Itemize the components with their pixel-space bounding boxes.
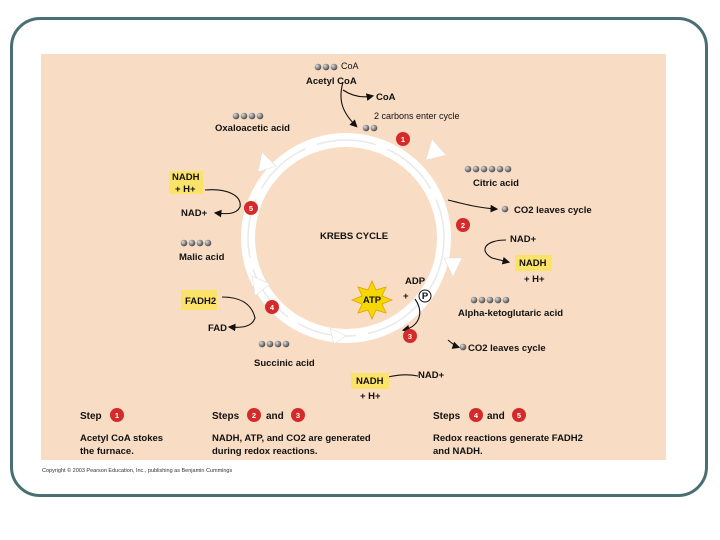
reaction-arrows — [204, 81, 511, 383]
citric-label: Citric acid — [473, 178, 519, 189]
acetyl-coa-top-label: CoA — [341, 61, 359, 71]
enter-cycle-label: 2 carbons enter cycle — [374, 111, 460, 121]
fadh2-highlight — [181, 290, 217, 310]
oxaloacetic-label: Oxaloacetic acid — [215, 123, 290, 134]
plus-p-label: + — [403, 291, 409, 302]
steps-2-3-caption: Steps 2 and 3 NADH, ATP, and CO2 are gen… — [212, 408, 371, 457]
h-plus-bottom-label: + H+ — [360, 391, 381, 402]
cycle-badge-1: 1 — [396, 132, 410, 146]
alpha-keto-label: Alpha-ketoglutaric acid — [458, 308, 563, 319]
h-plus-left-label: + H+ — [175, 184, 196, 195]
svg-text:Acetyl CoA stokes: Acetyl CoA stokes — [80, 433, 163, 444]
svg-text:NADH, ATP, and CO2 are generat: NADH, ATP, and CO2 are generated — [212, 433, 371, 444]
fad-label: FAD — [208, 323, 227, 334]
cycle-badge-4: 4 — [265, 300, 279, 314]
svg-text:5: 5 — [517, 411, 521, 420]
svg-text:2: 2 — [252, 411, 256, 420]
svg-text:3: 3 — [408, 332, 412, 341]
krebs-cycle-title: KREBS CYCLE — [320, 231, 388, 242]
cycle-ring — [241, 133, 463, 345]
malic-label: Malic acid — [179, 252, 225, 263]
atp-label: ATP — [363, 295, 382, 306]
carbons-entering-molecule — [362, 124, 378, 132]
oxaloacetic-molecule — [232, 112, 264, 120]
citric-molecule — [464, 165, 512, 173]
co2-leaves-label-2: CO2 leaves cycle — [468, 343, 546, 354]
nad-plus-right-label: NAD+ — [510, 234, 537, 245]
svg-text:and: and — [266, 411, 284, 422]
nadh-right-highlight — [515, 255, 552, 271]
nad-plus-bottom-label: NAD+ — [418, 370, 445, 381]
p-symbol: P — [422, 291, 429, 302]
svg-text:2: 2 — [461, 221, 465, 230]
acetyl-coa-molecule — [314, 63, 338, 71]
co2-molecule-1 — [501, 205, 509, 213]
succinic-label: Succinic acid — [254, 358, 315, 369]
svg-text:and NADH.: and NADH. — [433, 446, 483, 457]
svg-text:and: and — [487, 411, 505, 422]
co2-leaves-label-1: CO2 leaves cycle — [514, 205, 592, 216]
svg-text:1: 1 — [115, 411, 119, 420]
co2-molecule-2 — [459, 343, 467, 351]
nadh-bottom-highlight — [351, 373, 389, 389]
nad-plus-left-label: NAD+ — [181, 208, 208, 219]
adp-label: ADP — [405, 276, 426, 287]
svg-text:4: 4 — [474, 411, 479, 420]
step-1-caption: Step 1 Acetyl CoA stokes the furnace. — [80, 408, 163, 457]
svg-text:Steps: Steps — [212, 411, 240, 422]
alpha-keto-molecule — [470, 296, 510, 304]
cycle-badge-2: 2 — [456, 218, 470, 232]
svg-text:Redox reactions generate FADH2: Redox reactions generate FADH2 — [433, 433, 583, 444]
coa-released-label: CoA — [376, 92, 396, 103]
atp-burst — [350, 280, 394, 320]
nadh-left-highlight — [169, 171, 203, 194]
h-plus-right-label: + H+ — [524, 274, 545, 285]
succinic-molecule — [258, 340, 290, 348]
nadh-right-label: NADH — [519, 258, 547, 269]
phosphate-circle — [418, 289, 432, 303]
copyright-text: Copyright © 2003 Pearson Education, Inc.… — [42, 467, 232, 474]
cycle-badge-5: 5 — [244, 201, 258, 215]
svg-text:during redox reactions.: during redox reactions. — [212, 446, 318, 457]
steps-4-5-caption: Steps 4 and 5 Redox reactions generate F… — [433, 408, 583, 457]
malic-molecule — [180, 239, 212, 247]
svg-text:4: 4 — [270, 303, 275, 312]
svg-text:Step: Step — [80, 411, 102, 422]
nadh-bottom-label: NADH — [356, 376, 384, 387]
cycle-badge-3: 3 — [403, 329, 417, 343]
svg-text:5: 5 — [249, 204, 253, 213]
svg-text:Steps: Steps — [433, 411, 461, 422]
svg-text:3: 3 — [296, 411, 300, 420]
svg-text:the furnace.: the furnace. — [80, 446, 134, 457]
acetyl-coa-label: Acetyl CoA — [306, 76, 357, 87]
svg-text:1: 1 — [401, 135, 405, 144]
fadh2-label: FADH2 — [185, 296, 216, 307]
nadh-left-label: NADH — [172, 172, 200, 183]
